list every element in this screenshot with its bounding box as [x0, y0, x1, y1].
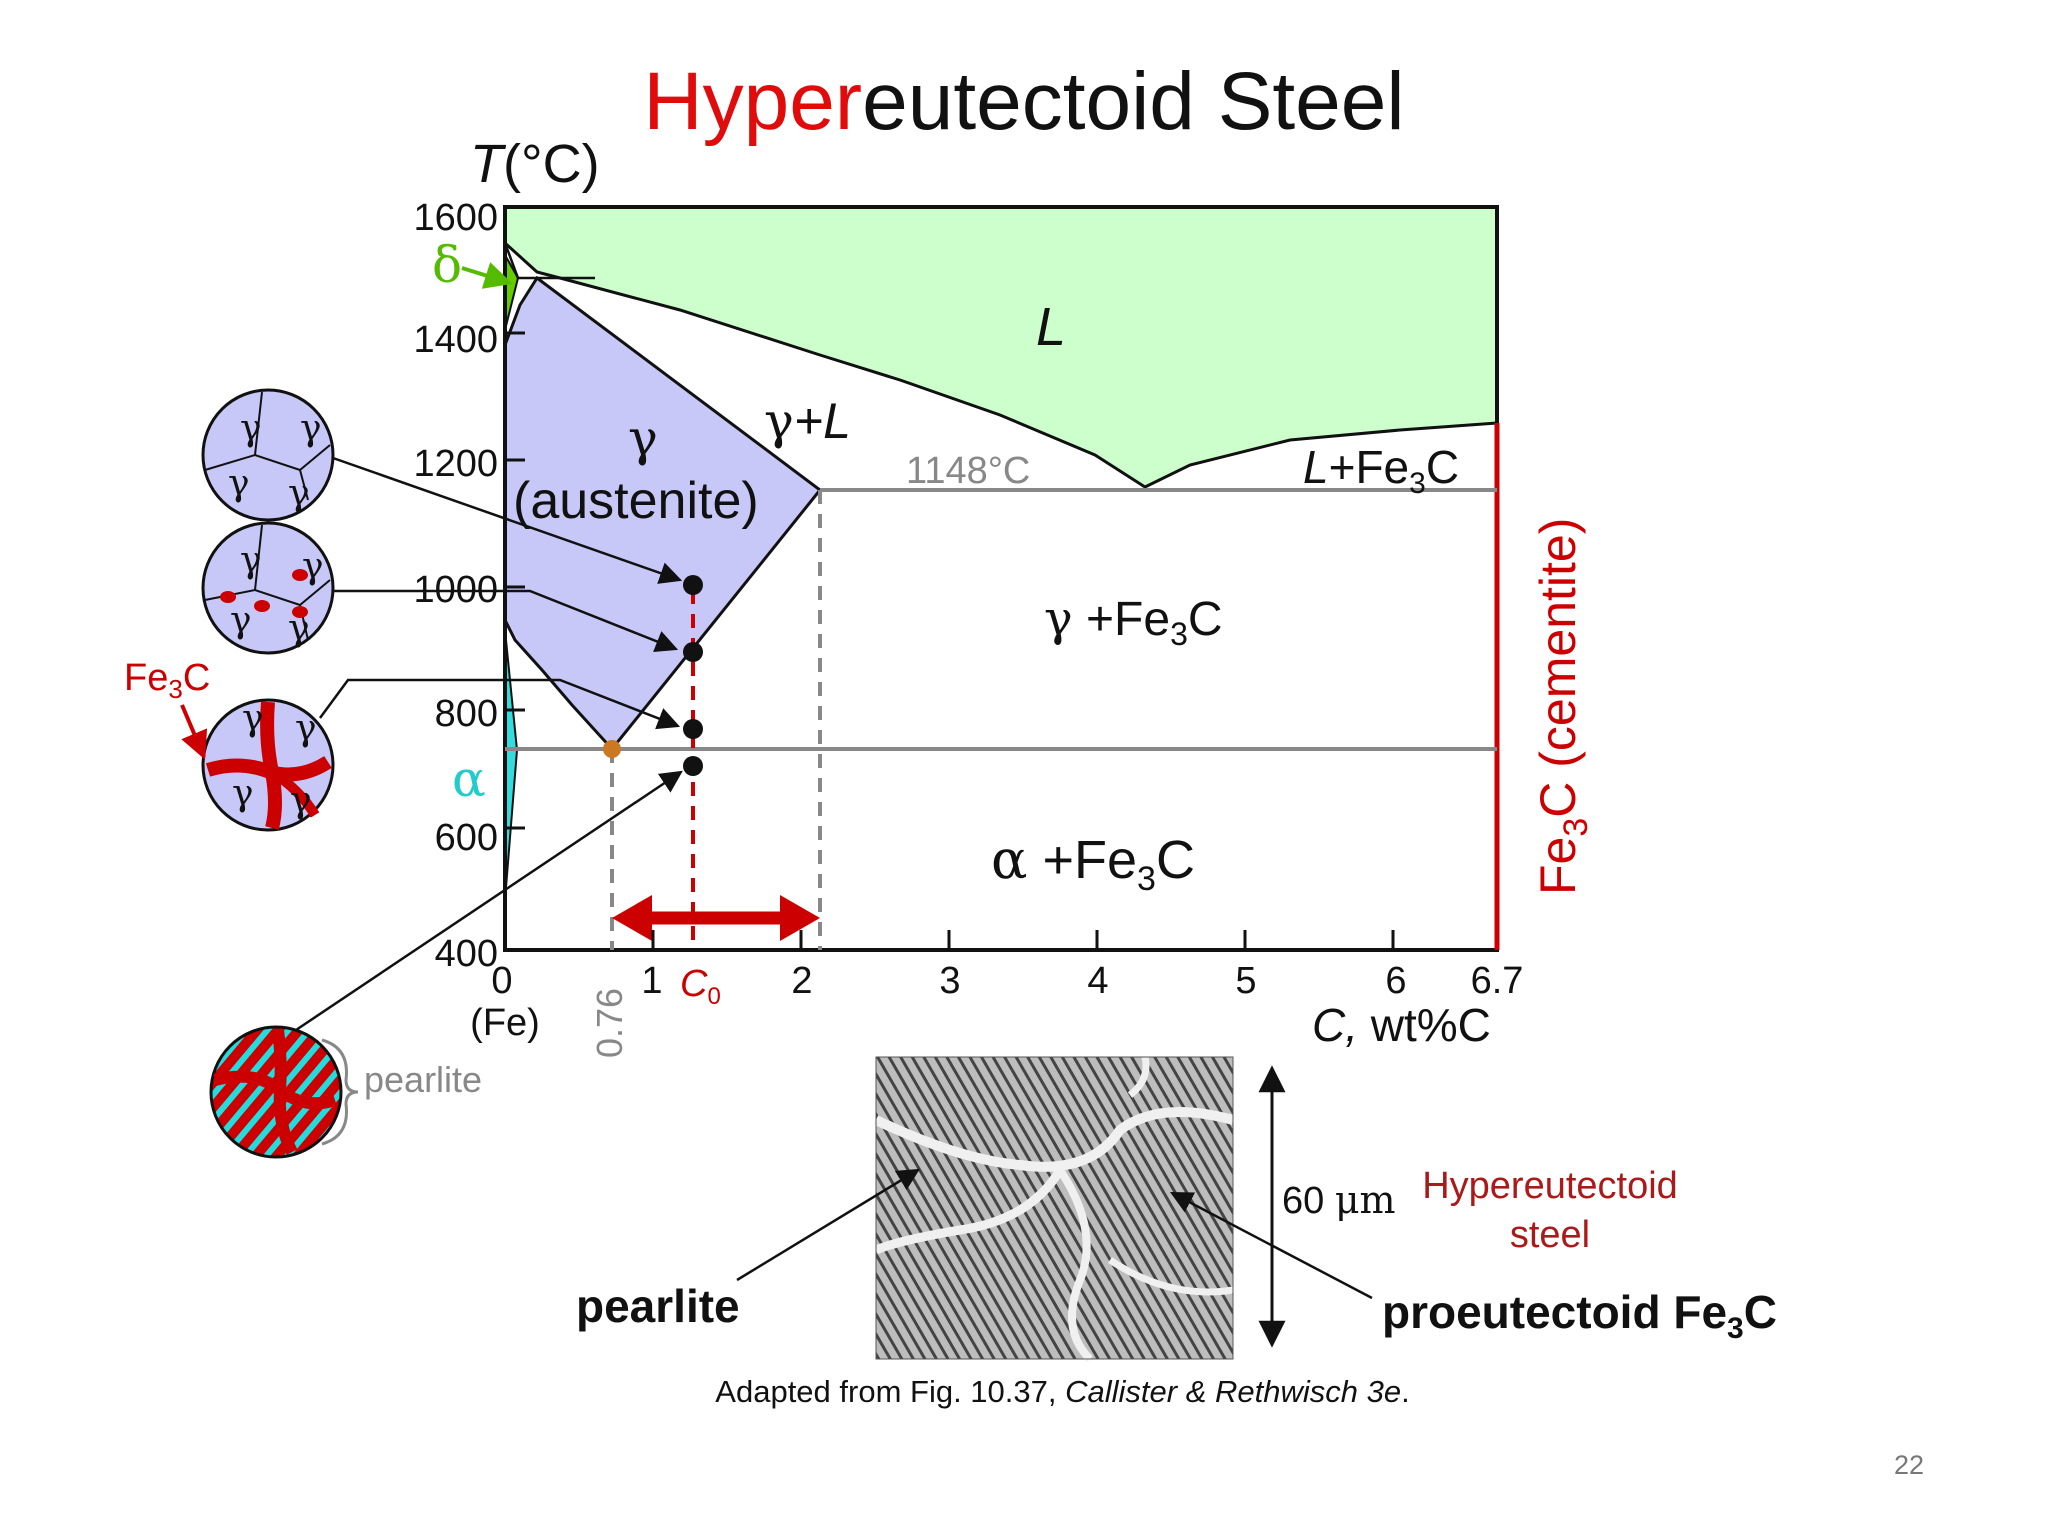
- micro1-gamma: γ: [240, 408, 262, 449]
- y-tick-600: 600: [435, 817, 498, 859]
- title-rest: eutectoid Steel: [862, 56, 1405, 147]
- micro3-gamma: γ: [242, 698, 264, 739]
- point-700: [683, 756, 703, 776]
- page-number: 22: [1893, 1450, 1924, 1480]
- alpha-plus-cementite-label: α +Fe3C: [991, 828, 1195, 898]
- gamma-plus-cementite-label: γ +Fe3C: [1044, 591, 1223, 652]
- micro2-gamma: γ: [240, 540, 262, 581]
- microstructure-1: γ γ γ γ: [201, 388, 335, 522]
- microstructure-2: γ γ γ γ: [201, 521, 335, 655]
- x-tick-3: 3: [939, 960, 960, 1002]
- x-tick-6: 6: [1385, 960, 1406, 1002]
- caption-suffix: .: [1401, 1374, 1410, 1409]
- microstructure-4: [209, 1025, 343, 1159]
- caption-prefix: Adapted from Fig. 10.37,: [715, 1374, 1066, 1409]
- micro1-gamma-3: γ: [228, 463, 250, 504]
- micro3-gamma-4: γ: [290, 780, 312, 821]
- austenite-label: (austenite): [513, 472, 759, 530]
- austenite-region: [503, 275, 823, 752]
- y-tick-1200: 1200: [413, 443, 498, 485]
- x-fe-label: (Fe): [470, 1002, 540, 1044]
- microstructure-3: γ γ γ γ: [201, 698, 335, 832]
- micro2-gamma-4: γ: [288, 608, 310, 649]
- x-tick-4: 4: [1087, 960, 1108, 1002]
- micrograph-title-line2: steel: [1510, 1214, 1590, 1256]
- y-tick-1400: 1400: [413, 319, 498, 361]
- leader-1: [332, 456, 683, 584]
- c0-label: C0: [680, 963, 721, 1010]
- fe3c-side-label: Fe3C: [124, 657, 210, 704]
- proeutectoid-callout-arrow: [1170, 1191, 1373, 1300]
- leader-2: [333, 589, 679, 652]
- range-arrow-left-head: [612, 895, 652, 941]
- leader-4: [295, 770, 683, 1032]
- x-axis-ticks: [651, 930, 1395, 950]
- delta-label: δ: [432, 236, 462, 294]
- y-tick-1600: 1600: [413, 197, 498, 239]
- pearlite-callout-arrow: [736, 1168, 920, 1282]
- liquid-plus-cementite-label: L+Fe3C: [1303, 441, 1459, 500]
- caption-source: Callister & Rethwisch 3e: [1065, 1374, 1402, 1409]
- eutectic-temp-label: 1148°C: [906, 450, 1030, 492]
- point-890: [683, 642, 703, 662]
- liquid-label: L: [1036, 297, 1066, 357]
- micro3-gamma-2: γ: [295, 708, 317, 749]
- x-tick-2: 2: [791, 960, 812, 1002]
- delta-arrow: [461, 262, 513, 289]
- fe3c-side-arrow: [180, 704, 208, 760]
- micrograph-image: [873, 1056, 1235, 1362]
- x-tick-5: 5: [1235, 960, 1256, 1002]
- y-axis-ticks: [505, 331, 525, 830]
- leader-3: [318, 678, 681, 730]
- cementite-label: Fe3C (cementite): [1530, 518, 1595, 895]
- range-arrow-right-head: [780, 895, 820, 941]
- micro3-gamma-3: γ: [232, 773, 254, 814]
- liquid-region: [505, 207, 1497, 487]
- proeutectoid-callout-label: proeutectoid Fe3C: [1382, 1286, 1777, 1345]
- eutectoid-point: [603, 740, 621, 758]
- gamma-label: γ: [628, 409, 658, 467]
- micro1-gamma-4: γ: [288, 473, 310, 514]
- gamma-plus-liquid-label: γ+L: [764, 392, 851, 450]
- pearlite-side-label: pearlite: [364, 1059, 482, 1100]
- micro2-gamma-2: γ: [302, 546, 324, 587]
- y-tick-400: 400: [435, 933, 498, 975]
- point-1000: [683, 575, 703, 595]
- scale-label: 60 μm: [1282, 1178, 1396, 1222]
- y-axis-label: T(°C): [470, 134, 600, 194]
- micro1-gamma-2: γ: [300, 408, 322, 449]
- alpha-label: α: [452, 750, 486, 808]
- y-tick-800: 800: [435, 693, 498, 735]
- micrograph-title-line1: Hypereutectoid: [1422, 1165, 1678, 1207]
- title-highlight: Hyper: [643, 56, 863, 147]
- x-tick-6-7: 6.7: [1471, 960, 1524, 1002]
- pearlite-brace: [321, 1038, 359, 1146]
- slide-title: Hypereutectoid Steel: [0, 55, 2048, 149]
- peritectic-line: [503, 242, 595, 280]
- eutectoid-composition-label: 0.76: [589, 988, 630, 1058]
- micro2-gamma-3: γ: [230, 600, 252, 641]
- pearlite-callout-label: pearlite: [576, 1280, 740, 1332]
- figure-caption: Adapted from Fig. 10.37, Callister & Ret…: [0, 1374, 2048, 1410]
- x-tick-1: 1: [641, 960, 662, 1002]
- x-axis-label: C, wt%C: [1312, 999, 1491, 1051]
- point-765: [683, 719, 703, 739]
- x-tick-0: 0: [491, 960, 512, 1002]
